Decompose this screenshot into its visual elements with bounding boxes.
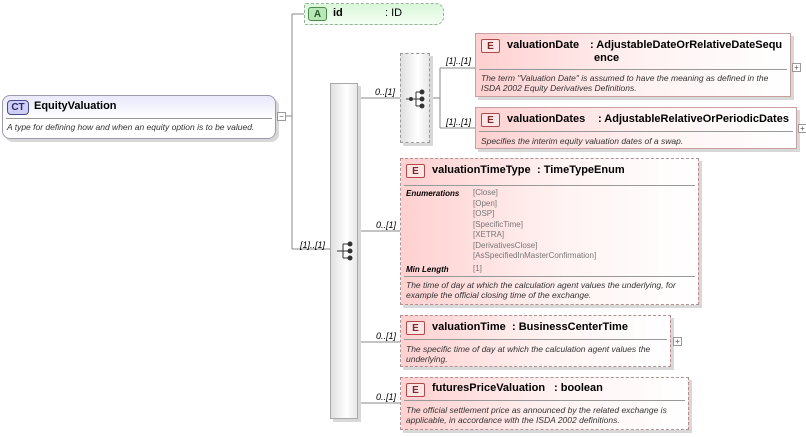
expand-toggle[interactable]: +: [673, 337, 682, 346]
element-valuation-time-type[interactable]: E valuationTimeType : TimeTypeEnum Enume…: [400, 158, 699, 305]
element-badge: E: [406, 383, 425, 397]
root-type-name: EquityValuation: [34, 100, 117, 112]
element-badge: E: [406, 164, 425, 178]
attribute-id[interactable]: A id : ID: [304, 3, 444, 25]
element-description: The term "Valuation Date" is assumed to …: [481, 73, 769, 93]
attribute-badge: A: [308, 7, 327, 21]
choice-icon: [406, 89, 425, 109]
choice-group[interactable]: [400, 53, 430, 143]
element-type: : boolean: [554, 382, 603, 394]
enumeration-value: [DerivativesClose]: [473, 240, 538, 250]
element-type: : AdjustableRelativeOrPeriodicDates: [598, 113, 789, 125]
futures-price-valuation-cardinality: 0..[1]: [376, 392, 397, 402]
element-description: The specific time of day at which the ca…: [406, 344, 651, 364]
enumeration-value: [OSP]: [473, 209, 495, 218]
attribute-name: id: [333, 7, 343, 19]
element-type: : AdjustableDateOrRelativeDateSequ: [590, 39, 783, 51]
complex-type-badge: CT: [7, 100, 29, 115]
enumeration-value: [Close]: [473, 188, 498, 197]
sequence-icon: [337, 241, 353, 261]
element-description: Specifies the interim equity valuation d…: [481, 136, 684, 146]
min-length-value: [1]: [473, 264, 482, 273]
valuation-date-cardinality: [1]..[1]: [446, 56, 472, 66]
valuation-time-type-cardinality: 0..[1]: [376, 220, 397, 230]
element-type: : TimeTypeEnum: [537, 164, 625, 176]
enumeration-value: [SpecificTime]: [473, 219, 523, 229]
choice-cardinality: 0..[1]: [375, 87, 396, 97]
element-badge: E: [481, 39, 500, 53]
element-name: futuresPriceValuation: [432, 382, 546, 394]
element-name: valuationDate: [507, 39, 580, 51]
valuation-dates-cardinality: [1]..[1]: [446, 117, 472, 127]
element-name: valuationTime: [432, 321, 506, 333]
element-type: : BusinessCenterTime: [512, 321, 628, 333]
collapse-toggle[interactable]: −: [277, 112, 286, 121]
element-description: The official settlement price as announc…: [406, 405, 667, 425]
element-futures-price-valuation[interactable]: E futuresPriceValuation : boolean The of…: [400, 377, 689, 430]
element-valuation-date[interactable]: E valuationDate : AdjustableDateOrRelati…: [475, 33, 791, 97]
attribute-type: : ID: [385, 7, 403, 19]
enumeration-value: [AsSpecifiedInMasterConfirmation]: [473, 251, 597, 260]
element-badge: E: [481, 113, 500, 127]
enumeration-value: [XETRA]: [473, 230, 505, 239]
element-badge: E: [406, 321, 425, 335]
valuation-time-cardinality: 0..[1]: [376, 331, 397, 341]
element-valuation-dates[interactable]: E valuationDates : AdjustableRelativeOrP…: [475, 107, 797, 149]
element-valuation-time[interactable]: E valuationTime : BusinessCenterTime The…: [400, 315, 671, 367]
expand-toggle[interactable]: +: [792, 63, 801, 72]
enumeration-value: [Open]: [473, 198, 498, 208]
element-name: valuationDates: [507, 113, 586, 125]
element-type-continued: ence: [594, 52, 620, 64]
root-complex-type[interactable]: CT EquityValuation A type for defining h…: [2, 95, 276, 139]
expand-toggle[interactable]: +: [798, 124, 806, 133]
outer-sequence[interactable]: [330, 83, 358, 419]
outer-sequence-cardinality: [1]..[1]: [300, 240, 326, 250]
element-description: The time of day at which the calculation…: [406, 280, 676, 300]
element-name: valuationTimeType: [432, 164, 531, 176]
min-length-label: Min Length: [406, 265, 449, 274]
enumerations-label: Enumerations: [406, 189, 460, 198]
root-type-description: A type for defining how and when an equi…: [7, 122, 255, 132]
